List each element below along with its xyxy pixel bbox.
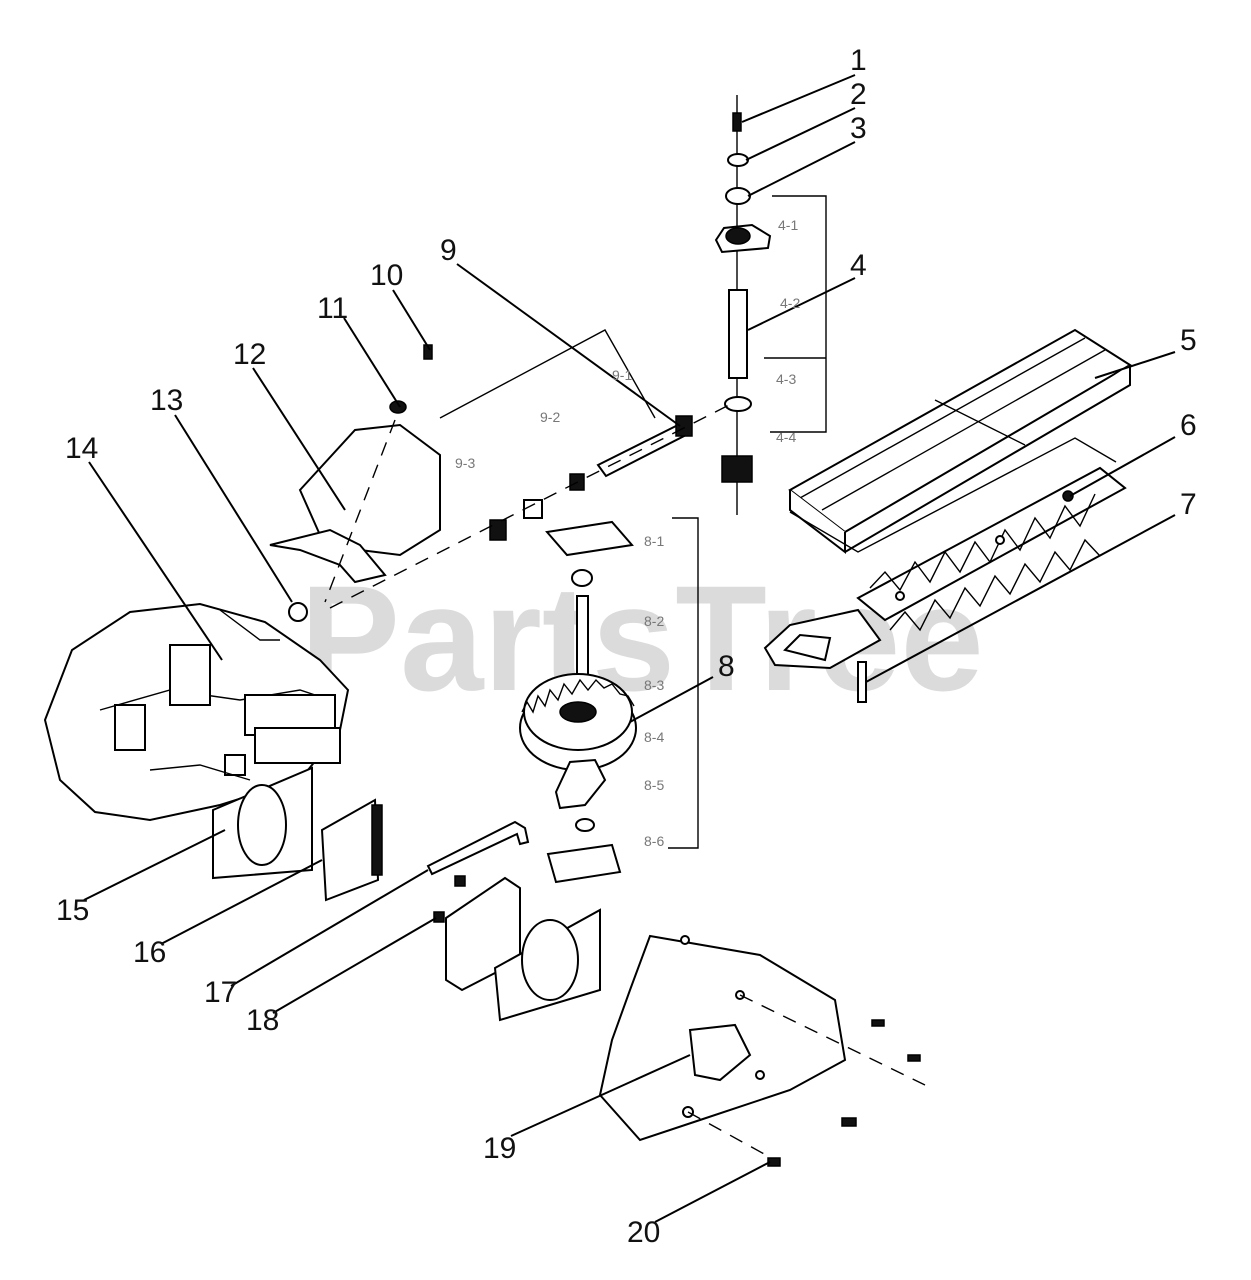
right-housing (598, 934, 926, 1167)
callout-8: 8 (718, 650, 735, 683)
callout-2: 2 (850, 78, 867, 111)
blade-cover (788, 328, 1132, 555)
callout-9: 9 (440, 234, 457, 267)
sub-label-8-1: 8-1 (644, 533, 664, 549)
callout-4: 4 (850, 249, 867, 282)
watermark: PartsTree (300, 554, 984, 722)
left-housing (43, 602, 350, 822)
sub-label-9-3: 9-3 (455, 455, 475, 471)
callout-18: 18 (246, 1004, 279, 1037)
sub-label-8-4: 8-4 (644, 729, 664, 745)
callout-17: 17 (204, 976, 237, 1009)
callout-16: 16 (133, 936, 166, 969)
sub-label-4-1: 4-1 (778, 217, 798, 233)
callout-5: 5 (1180, 324, 1197, 357)
callout-15: 15 (56, 894, 89, 927)
leader-lines (83, 74, 1176, 1223)
callout-14: 14 (65, 432, 98, 465)
callout-19: 19 (483, 1132, 516, 1165)
sub-label-4-4: 4-4 (776, 429, 796, 445)
shaft-assembly (714, 95, 827, 515)
sub-label-8-2: 8-2 (644, 613, 664, 629)
sub-labels: 4-1 4-2 4-3 4-4 9-1 9-2 9-3 8-1 8-2 8-3 … (455, 217, 800, 849)
blade-assembly (763, 466, 1127, 703)
callout-12: 12 (233, 338, 266, 371)
callout-7: 7 (1180, 488, 1197, 521)
callout-10: 10 (370, 259, 403, 292)
callout-1: 1 (850, 44, 867, 77)
sub-label-8-6: 8-6 (644, 833, 664, 849)
callout-20: 20 (627, 1216, 660, 1249)
top-cover (269, 344, 441, 622)
center-brackets (445, 876, 601, 1022)
sub-label-8-5: 8-5 (644, 777, 664, 793)
sub-label-4-3: 4-3 (776, 371, 796, 387)
gear-assembly (519, 517, 699, 884)
sub-label-4-2: 4-2 (780, 295, 800, 311)
callout-11: 11 (317, 292, 348, 325)
callout-13: 13 (150, 384, 183, 417)
callout-labels: 1 2 3 4 5 6 7 8 9 10 11 12 13 14 15 16 1… (56, 44, 1197, 1249)
lower-brackets (212, 766, 383, 902)
sub-label-8-3: 8-3 (644, 677, 664, 693)
sub-label-9-1: 9-1 (612, 367, 632, 383)
rod-and-screws (426, 820, 530, 923)
sub-label-9-2: 9-2 (540, 409, 560, 425)
gear-shaft-assembly (329, 329, 736, 609)
callout-3: 3 (850, 112, 867, 145)
callout-6: 6 (1180, 409, 1197, 442)
